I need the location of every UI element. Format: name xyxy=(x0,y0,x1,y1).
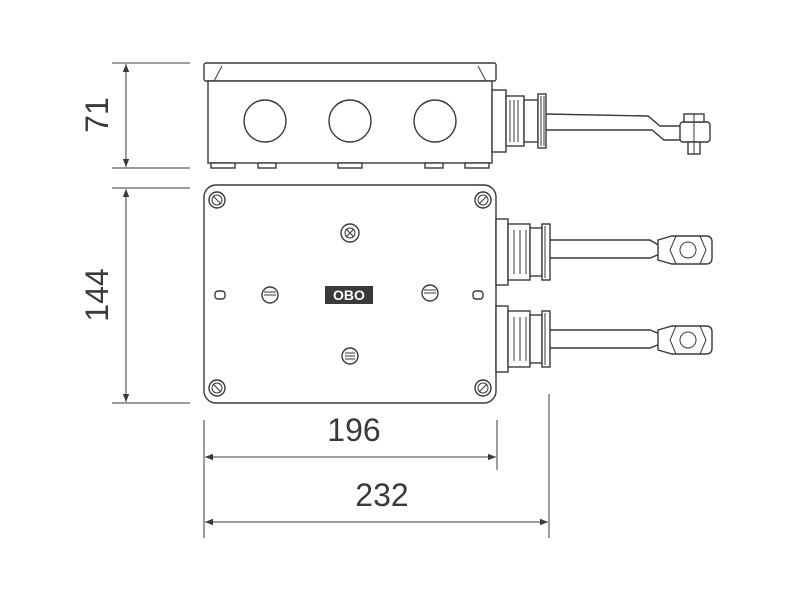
side-view-cable-gland xyxy=(491,89,547,153)
knockout-circle-left xyxy=(243,99,287,143)
inner-screw-right-icon xyxy=(421,284,439,302)
lid-corner-marks xyxy=(213,65,487,82)
corner-screw-icon xyxy=(474,191,492,209)
dimension-196-label: 196 xyxy=(327,412,380,448)
upper-cable-lug xyxy=(657,235,713,265)
corner-screw-icon xyxy=(474,379,492,397)
side-view xyxy=(203,62,711,169)
dimension-lines xyxy=(112,62,550,538)
inner-screw-left-icon xyxy=(261,286,279,304)
lower-cable-bottom xyxy=(550,343,661,349)
lower-cable-lug xyxy=(657,325,713,355)
top-view-cable-gland-upper xyxy=(495,218,551,286)
bottom-center-screw-icon xyxy=(341,347,359,365)
top-view: OBO xyxy=(203,184,713,404)
side-view-cable-bottom xyxy=(546,129,682,141)
dimension-labels: 71 144 196 232 xyxy=(79,97,409,513)
dimension-71-label: 71 xyxy=(79,97,115,133)
corner-screw-icon xyxy=(208,191,226,209)
mounting-slot-right xyxy=(472,290,484,300)
obo-logo-text: OBO xyxy=(333,287,365,303)
corner-screws xyxy=(208,191,492,397)
top-view-cable-gland-lower xyxy=(495,305,551,373)
upper-cable-top xyxy=(550,239,661,247)
upper-cable-bottom xyxy=(550,253,661,259)
side-view-feet xyxy=(210,162,490,169)
vent-icon xyxy=(340,223,360,243)
side-view-body xyxy=(207,80,493,164)
corner-screw-icon xyxy=(208,379,226,397)
side-view-lid xyxy=(203,62,497,82)
mounting-slot-left xyxy=(214,290,226,300)
dimension-232-label: 232 xyxy=(355,477,408,513)
side-view-cable-top xyxy=(545,113,682,127)
lower-cable-top xyxy=(550,329,661,335)
dimension-144-label: 144 xyxy=(79,268,115,321)
knockout-circle-middle xyxy=(328,99,372,143)
side-view-cable-lug xyxy=(679,113,711,155)
knockout-circle-right xyxy=(413,99,457,143)
obo-logo: OBO xyxy=(325,286,373,304)
